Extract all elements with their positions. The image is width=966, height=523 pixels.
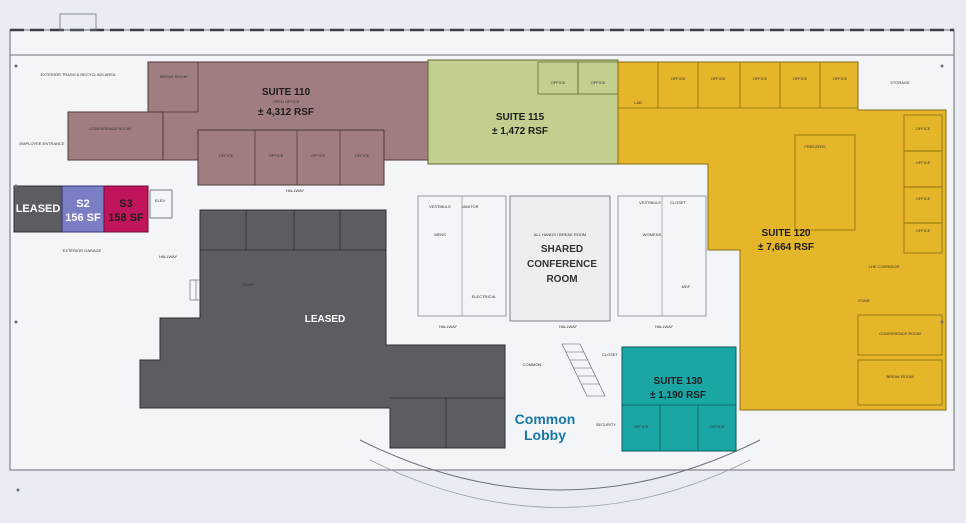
shared-line3: ROOM bbox=[546, 274, 577, 285]
room-office-110d: OFFICE bbox=[355, 153, 370, 158]
room-office-110b: OFFICE bbox=[269, 153, 284, 158]
room-lab-120: LAB bbox=[634, 100, 642, 105]
room-mdf: MDF bbox=[682, 284, 691, 289]
leased-small[interactable]: LEASED bbox=[13, 185, 63, 233]
storage-s3-name: S3 bbox=[119, 198, 132, 210]
room-closet-e: CLOSET bbox=[670, 200, 687, 205]
room-freezers: FREEZERS bbox=[804, 144, 826, 149]
leased-small-label: LEASED bbox=[16, 203, 61, 215]
restrooms-west: VESTIBULE JANITOR MENS ELECTRICAL bbox=[417, 195, 507, 317]
room-conference-120: CONFERENCE ROOM bbox=[879, 331, 921, 336]
room-office-110c: OFFICE bbox=[311, 153, 326, 158]
restrooms-east: VESTIBULE CLOSET WOMENS MDF bbox=[617, 195, 707, 317]
suite-110-title: SUITE 110 bbox=[262, 87, 311, 98]
room-elev: ELEV bbox=[155, 198, 166, 203]
suite-120-title: SUITE 120 bbox=[762, 228, 811, 239]
room-hallway-mid: HALLWAY bbox=[559, 324, 578, 329]
column-grid bbox=[14, 13, 944, 492]
room-break-120: BREAK ROOM bbox=[886, 374, 913, 379]
room-office-120h: OFFICE bbox=[916, 196, 931, 201]
storage-s2[interactable]: S2 156 SF bbox=[61, 185, 105, 233]
stair-lobby bbox=[561, 343, 606, 397]
room-stair-120: STAIR bbox=[858, 298, 870, 303]
suite-120-area: ± 7,664 RSF bbox=[758, 242, 814, 253]
leased-main-label: LEASED bbox=[305, 314, 346, 325]
storage-s3-area: 158 SF bbox=[108, 212, 144, 224]
room-office-130b: OFFICE bbox=[710, 424, 725, 429]
room-office-120c: OFFICE bbox=[753, 76, 768, 81]
suite-115-area: ± 1,472 RSF bbox=[492, 126, 548, 137]
room-office-120g: OFFICE bbox=[916, 160, 931, 165]
room-office-120a: OFFICE bbox=[671, 76, 686, 81]
leased-main[interactable]: LEASED bbox=[139, 209, 506, 449]
suite-120[interactable]: LAB OFFICE OFFICE OFFICE OFFICE OFFICE O… bbox=[617, 61, 947, 411]
shared-line1: SHARED bbox=[541, 244, 583, 255]
room-office-120i: OFFICE bbox=[916, 228, 931, 233]
curved-facade bbox=[359, 439, 761, 491]
room-exterior-trash: EXTERIOR TRASH & RECYCLING AREA bbox=[40, 72, 115, 77]
room-common: COMMON bbox=[523, 362, 542, 367]
storage-s2-name: S2 bbox=[76, 198, 89, 210]
room-office-115b: OFFICE bbox=[591, 80, 606, 85]
storage-s2-area: 156 SF bbox=[65, 212, 101, 224]
suite-110-area: ± 4,312 RSF bbox=[258, 107, 314, 118]
room-exterior-garage: EXTERIOR GARAGE bbox=[63, 248, 102, 253]
room-employee-entrance: EMPLOYEE ENTRANCE bbox=[19, 141, 64, 146]
room-vestibule-e: VESTIBULE bbox=[639, 200, 661, 205]
room-security: SECURITY bbox=[596, 422, 617, 427]
shared-tag: ALL HANDS / BREAK ROOM bbox=[534, 232, 587, 237]
room-office-120e: OFFICE bbox=[833, 76, 848, 81]
storage-s3[interactable]: S3 158 SF bbox=[103, 185, 149, 233]
room-storage: STORAGE bbox=[890, 80, 910, 85]
room-janitor: JANITOR bbox=[461, 204, 478, 209]
suite-130-area: ± 1,190 RSF bbox=[650, 390, 706, 401]
room-hallway-south: HALLWAY bbox=[439, 324, 458, 329]
room-office-110a: OFFICE bbox=[219, 153, 234, 158]
lobby-line1: Common bbox=[515, 411, 576, 427]
room-break-110: BREAK ROOM bbox=[160, 74, 187, 79]
room-closet-130: CLOSET bbox=[602, 352, 619, 357]
suite-115[interactable]: OFFICE OFFICE SUITE 115 ± 1,472 RSF bbox=[427, 59, 619, 165]
room-hallway-north: HALLWAY bbox=[286, 188, 305, 193]
stair-west-graphic bbox=[189, 279, 231, 301]
suite-110[interactable]: BREAK ROOM CONFERENCE ROOM OFFICE OFFICE… bbox=[67, 61, 429, 186]
room-womens: WOMENS bbox=[643, 232, 662, 237]
room-office-130a: OFFICE bbox=[634, 424, 649, 429]
room-electrical: ELECTRICAL bbox=[472, 294, 497, 299]
room-office-115a: OFFICE bbox=[551, 80, 566, 85]
lobby-line2: Lobby bbox=[524, 427, 566, 443]
common-lobby[interactable]: Common Lobby bbox=[515, 411, 576, 443]
suite-130[interactable]: OFFICE OFFICE SUITE 130 ± 1,190 RSF bbox=[621, 346, 737, 452]
room-vestibule-w: VESTIBULE bbox=[429, 204, 451, 209]
room-hallway-west: HALLWAY bbox=[159, 254, 178, 259]
shared-conference-room[interactable]: ALL HANDS / BREAK ROOM SHARED CONFERENCE… bbox=[509, 195, 611, 322]
elevator-shaft bbox=[149, 189, 173, 219]
room-conference-110: CONFERENCE ROOM bbox=[89, 126, 131, 131]
room-mens: MENS bbox=[434, 232, 446, 237]
room-hallway-east: HALLWAY bbox=[655, 324, 674, 329]
room-lhe-corridor: LHE CORRIDOR bbox=[869, 264, 900, 269]
room-stair-west: STAIR bbox=[242, 282, 254, 287]
suite-130-title: SUITE 130 bbox=[654, 376, 703, 387]
suite-115-title: SUITE 115 bbox=[496, 112, 545, 123]
room-office-120b: OFFICE bbox=[711, 76, 726, 81]
curved-facade-outer bbox=[369, 459, 751, 508]
suite-110-subtitle: OPEN OFFICE bbox=[272, 99, 299, 104]
room-office-120f: OFFICE bbox=[916, 126, 931, 131]
room-office-120d: OFFICE bbox=[793, 76, 808, 81]
shared-line2: CONFERENCE bbox=[527, 259, 597, 270]
